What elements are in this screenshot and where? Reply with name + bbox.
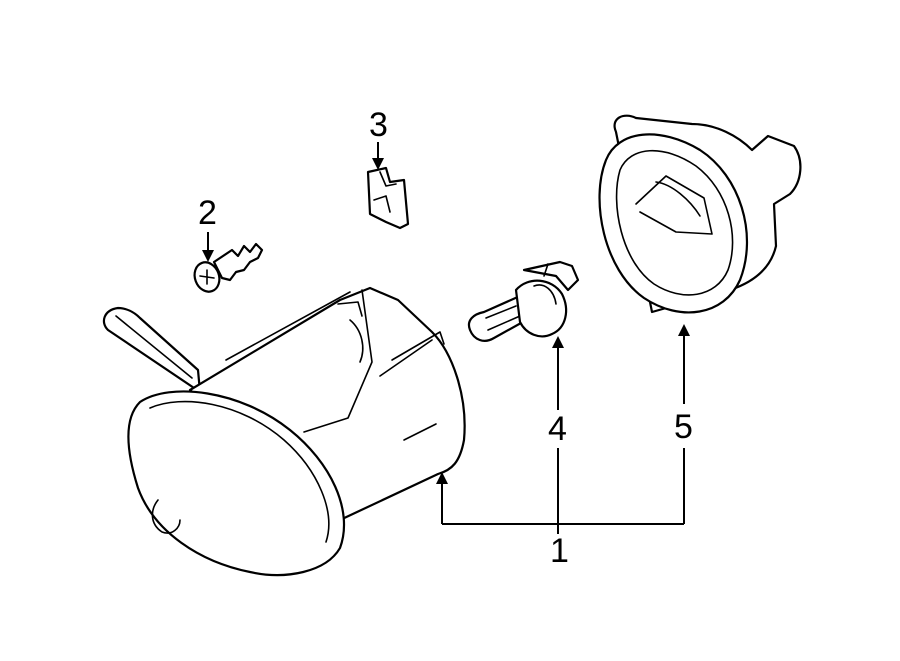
clip-body	[366, 166, 410, 230]
leader-lines	[202, 142, 690, 534]
screw-thread	[212, 242, 264, 282]
callout-3: 3	[369, 106, 388, 144]
callout-labels: 2 3 4 5 1	[198, 106, 693, 570]
screw	[193, 242, 264, 293]
bulb-connector	[522, 260, 580, 292]
bulb-base	[514, 279, 568, 338]
reflector-inner-ring	[615, 149, 734, 296]
callout-5: 5	[674, 408, 693, 446]
callout-4: 4	[548, 410, 567, 448]
halogen-bulb	[467, 260, 580, 342]
clip-nut	[366, 166, 410, 230]
bulb-socket-reflector	[598, 114, 802, 314]
callout-2: 2	[198, 194, 217, 232]
lamp-housing	[188, 286, 466, 522]
fog-lamp-assembly	[102, 286, 466, 577]
callout-1: 1	[550, 532, 569, 570]
lamp-lens	[127, 390, 345, 577]
lamp-mounting-tab	[102, 306, 202, 394]
